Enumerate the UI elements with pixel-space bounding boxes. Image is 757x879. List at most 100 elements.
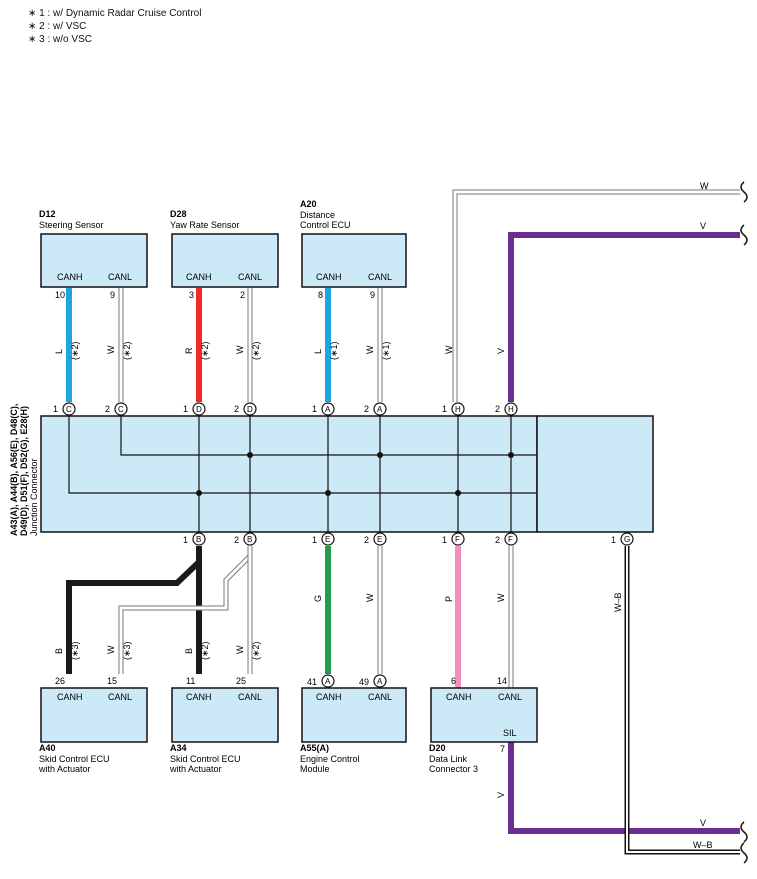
pin-number: 25 [236, 676, 246, 686]
svg-text:C: C [118, 405, 124, 414]
pin-canl: CANL [238, 272, 262, 282]
pin-canl: CANL [368, 272, 392, 282]
svg-text:E: E [325, 535, 330, 544]
component-a34: CANH CANL A34 Skid Control ECU with Actu… [169, 687, 279, 774]
wire-note-label: (∗2) [70, 341, 80, 360]
top-right-w-label: W [700, 181, 709, 191]
component-id: A55(A) [300, 743, 329, 753]
svg-text:H: H [455, 405, 461, 414]
bottom-wire-labels: B (∗3) W (∗3) B (∗2) W (∗2) G W P W W–B … [54, 592, 623, 798]
component-name: Data Link [429, 754, 468, 764]
svg-text:F: F [508, 535, 513, 544]
svg-text:A: A [325, 677, 331, 686]
top-right-v-wire [508, 232, 740, 402]
svg-text:1: 1 [183, 404, 188, 414]
pin-canl: CANL [108, 692, 132, 702]
svg-text:41: 41 [307, 677, 317, 687]
pin-number: 14 [497, 676, 507, 686]
pin-number: 7 [500, 744, 505, 754]
wire-note-label: (∗2) [200, 341, 210, 360]
component-id: D20 [429, 743, 446, 753]
component-name: Yaw Rate Sensor [170, 220, 239, 230]
svg-text:1: 1 [53, 404, 58, 414]
pin-canl: CANL [108, 272, 132, 282]
svg-text:1: 1 [611, 535, 616, 545]
pin-canl: CANL [498, 692, 522, 702]
wire-note-label: (∗1) [329, 341, 339, 360]
component-name: Module [300, 764, 330, 774]
pin-number: 10 [55, 290, 65, 300]
ground-wire-label: W–B [613, 592, 623, 612]
wire-break-icon [740, 842, 748, 864]
wire-color-label: W [365, 345, 375, 354]
wire-color-label: L [54, 349, 64, 354]
pin-number: 9 [110, 290, 115, 300]
svg-text:2: 2 [234, 535, 239, 545]
pin-canh: CANH [57, 272, 83, 282]
junction-connector [40, 415, 654, 533]
component-name: Control ECU [300, 220, 351, 230]
junction-label-line1: A43(A), A44(B), A56(E), D48(C), [9, 404, 19, 536]
pin-number: 2 [240, 290, 245, 300]
pin-number: 26 [55, 676, 65, 686]
wire-color-label: W [235, 345, 245, 354]
pin-number: 8 [318, 290, 323, 300]
pin-canh: CANH [186, 692, 212, 702]
svg-text:A: A [377, 405, 383, 414]
wire-color-label: V [496, 792, 506, 798]
wire-note-label: (∗2) [200, 641, 210, 660]
a55-pins: 41 A 49 A [307, 674, 387, 688]
wire-color-label: R [184, 347, 194, 354]
wire-note-label: (∗1) [381, 341, 391, 360]
svg-text:A: A [325, 405, 331, 414]
notes-legend: ∗ 1 : w/ Dynamic Radar Cruise Control ∗ … [28, 7, 201, 46]
svg-text:D: D [196, 405, 202, 414]
svg-text:F: F [455, 535, 460, 544]
wire-note-label: (∗3) [70, 641, 80, 660]
svg-text:49: 49 [359, 677, 369, 687]
pin-canl: CANL [368, 692, 392, 702]
svg-text:1: 1 [312, 404, 317, 414]
svg-text:1: 1 [442, 404, 447, 414]
svg-text:1: 1 [183, 535, 188, 545]
svg-text:1: 1 [442, 535, 447, 545]
svg-text:B: B [196, 535, 201, 544]
component-name: Skid Control ECU [170, 754, 241, 764]
junction-internal-wiring [68, 416, 537, 532]
pin-number: 15 [107, 676, 117, 686]
pin-number: 11 [186, 676, 195, 686]
pin-number: 6 [451, 676, 456, 686]
top-wires [66, 288, 383, 402]
wire-note-label: (∗2) [122, 341, 132, 360]
wire-break-icon [740, 181, 748, 203]
svg-text:2: 2 [495, 404, 500, 414]
pin-number: 3 [189, 290, 194, 300]
component-d20: CANH CANL SIL D20 Data Link Connector 3 [429, 687, 538, 774]
pin-number: 9 [370, 290, 375, 300]
component-d12: D12 Steering Sensor CANH CANL [39, 209, 148, 288]
pin-canh: CANH [316, 692, 342, 702]
wire-color-label: W [106, 345, 116, 354]
svg-text:2: 2 [364, 404, 369, 414]
svg-text:G: G [624, 535, 630, 544]
component-name: Distance [300, 210, 335, 220]
wire-color-label: V [496, 348, 506, 354]
svg-text:H: H [508, 405, 514, 414]
svg-text:2: 2 [234, 404, 239, 414]
component-id: A34 [170, 743, 187, 753]
svg-text:D: D [247, 405, 253, 414]
wire-color-label: W [235, 645, 245, 654]
note-2: ∗ 2 : w/ VSC [28, 21, 87, 32]
component-name: Skid Control ECU [39, 754, 110, 764]
wire-break-icon [740, 821, 748, 843]
wire-color-label: B [184, 648, 194, 654]
wire-color-label: L [313, 349, 323, 354]
note-3: ∗ 3 : w/o VSC [28, 34, 92, 45]
wire-color-label: G [313, 595, 323, 602]
wire-note-label: (∗2) [251, 641, 261, 660]
component-d28: D28 Yaw Rate Sensor CANH CANL [170, 209, 279, 288]
svg-text:2: 2 [495, 535, 500, 545]
component-a55: CANH CANL A55(A) Engine Control Module [300, 687, 407, 774]
component-name: Steering Sensor [39, 220, 104, 230]
